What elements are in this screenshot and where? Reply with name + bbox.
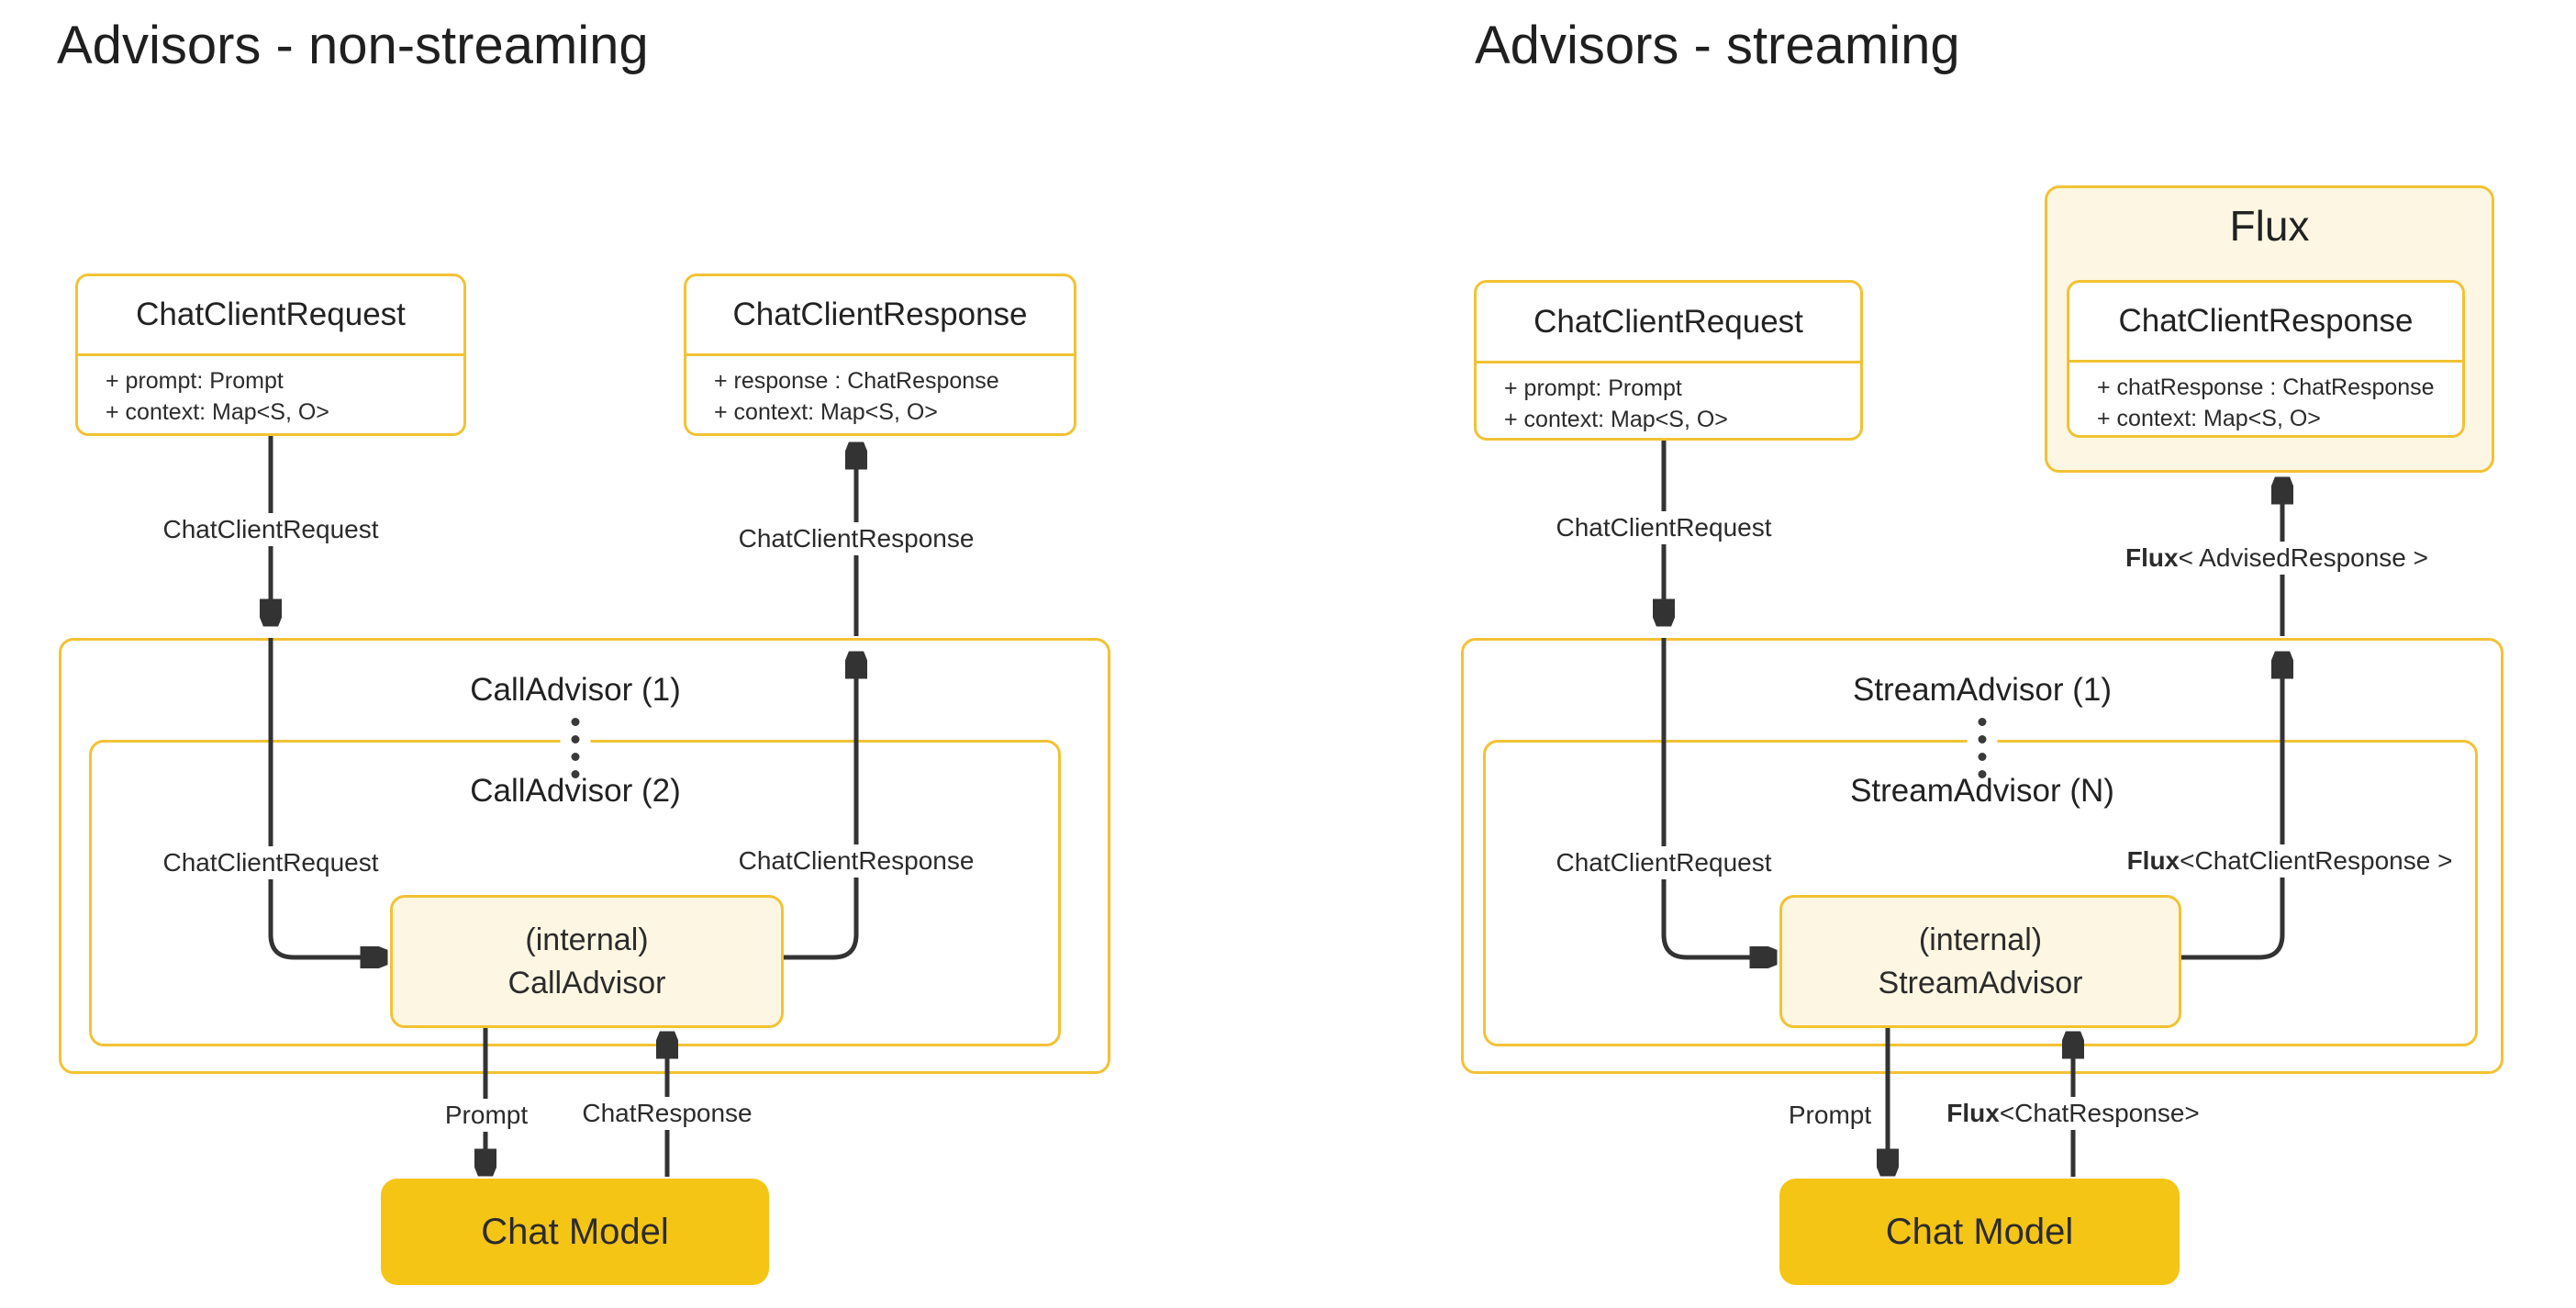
class-field: + context: Map<S, O>	[714, 399, 938, 425]
chat-client-response-box-left: ChatClientResponse + response : ChatResp…	[684, 274, 1076, 436]
class-title: ChatClientRequest	[136, 296, 406, 332]
class-divider	[686, 353, 1074, 356]
chat-model-box-right: Chat Model	[1779, 1179, 2180, 1285]
call-advisor-2-label: CallAdvisor (2)	[470, 773, 681, 809]
internal-box-line2: StreamAdvisor	[1878, 965, 2083, 1001]
ellipsis-dots-icon	[1967, 714, 1998, 782]
class-fields: + chatResponse : ChatResponse + context:…	[2069, 363, 2462, 434]
edge-label-request-top-left: ChatClientRequest	[156, 513, 385, 546]
arrow-request-to-internal-left	[268, 638, 384, 957]
class-field: + prompt: Prompt	[106, 368, 284, 394]
edge-label-prompt-left: Prompt	[438, 1099, 535, 1132]
chat-client-request-box-right: ChatClientRequest + prompt: Prompt + con…	[1474, 280, 1863, 441]
class-fields: + prompt: Prompt + context: Map<S, O>	[1477, 363, 1860, 435]
label-rest-part: <ChatResponse>	[1999, 1099, 2200, 1127]
edge-label-flux-chat-response: Flux<ChatResponse>	[1940, 1097, 2206, 1130]
class-fields: + prompt: Prompt + context: Map<S, O>	[78, 356, 463, 428]
edge-label-flux-advised-response: Flux< AdvisedResponse >	[2119, 542, 2435, 575]
label-rest-part: < AdvisedResponse >	[2178, 543, 2428, 572]
internal-call-advisor-box: (internal) CallAdvisor	[390, 895, 784, 1028]
arrow-internal-to-advisors-left	[784, 655, 856, 960]
label-bold-part: Flux	[2125, 543, 2179, 572]
ellipsis-dots-icon	[560, 714, 591, 782]
edge-label-chat-response-left: ChatResponse	[575, 1097, 759, 1130]
arrow-request-to-internal-right	[1661, 638, 1773, 957]
chat-model-box-left: Chat Model	[381, 1179, 769, 1285]
class-field: + context: Map<S, O>	[1504, 407, 1728, 432]
arrow-internal-to-advisors-right	[2181, 655, 2282, 960]
class-title: ChatClientResponse	[732, 296, 1028, 332]
label-rest-part: <ChatClientResponse >	[2180, 846, 2453, 875]
edge-label-response-inner-left: ChatClientResponse	[731, 844, 981, 878]
edge-label-prompt-right: Prompt	[1781, 1099, 1879, 1132]
internal-box-line1: (internal)	[1918, 922, 2043, 957]
class-field: + context: Map<S, O>	[2097, 406, 2321, 431]
class-title: ChatClientRequest	[1533, 303, 1803, 340]
class-divider	[78, 353, 463, 356]
class-fields: + response : ChatResponse + context: Map…	[686, 356, 1074, 428]
edge-label-response-top-left: ChatClientResponse	[731, 522, 981, 555]
chat-client-request-box-left: ChatClientRequest + prompt: Prompt + con…	[75, 274, 466, 436]
internal-stream-advisor-box: (internal) StreamAdvisor	[1779, 895, 2181, 1028]
stream-advisor-n-label: StreamAdvisor (N)	[1850, 773, 2114, 809]
edge-label-request-top-right: ChatClientRequest	[1549, 511, 1779, 544]
class-field: + chatResponse : ChatResponse	[2097, 375, 2435, 400]
class-divider	[2069, 360, 2462, 363]
right-diagram-title: Advisors - streaming	[1475, 16, 1960, 75]
flux-title: Flux	[2229, 202, 2310, 250]
call-advisor-1-container	[59, 638, 1110, 1074]
internal-box-line1: (internal)	[525, 922, 649, 957]
label-bold-part: Flux	[1946, 1099, 2000, 1127]
chat-client-response-box-right: ChatClientResponse + chatResponse : Chat…	[2067, 280, 2465, 438]
stream-advisor-1-container	[1461, 638, 2504, 1074]
call-advisor-1-label: CallAdvisor (1)	[470, 672, 681, 708]
class-field: + response : ChatResponse	[714, 368, 999, 394]
class-field: + prompt: Prompt	[1504, 375, 1682, 401]
stream-advisor-1-label: StreamAdvisor (1)	[1852, 672, 2113, 708]
left-diagram-title: Advisors - non-streaming	[57, 16, 649, 75]
class-title: ChatClientResponse	[2118, 303, 2414, 339]
edge-label-request-inner-left: ChatClientRequest	[156, 846, 385, 879]
edge-label-request-inner-right: ChatClientRequest	[1549, 846, 1779, 879]
label-bold-part: Flux	[2126, 846, 2180, 875]
edge-label-flux-chat-client-response: Flux<ChatClientResponse >	[2120, 844, 2459, 878]
class-divider	[1477, 361, 1860, 363]
class-field: + context: Map<S, O>	[106, 399, 329, 425]
internal-box-line2: CallAdvisor	[507, 965, 666, 1001]
